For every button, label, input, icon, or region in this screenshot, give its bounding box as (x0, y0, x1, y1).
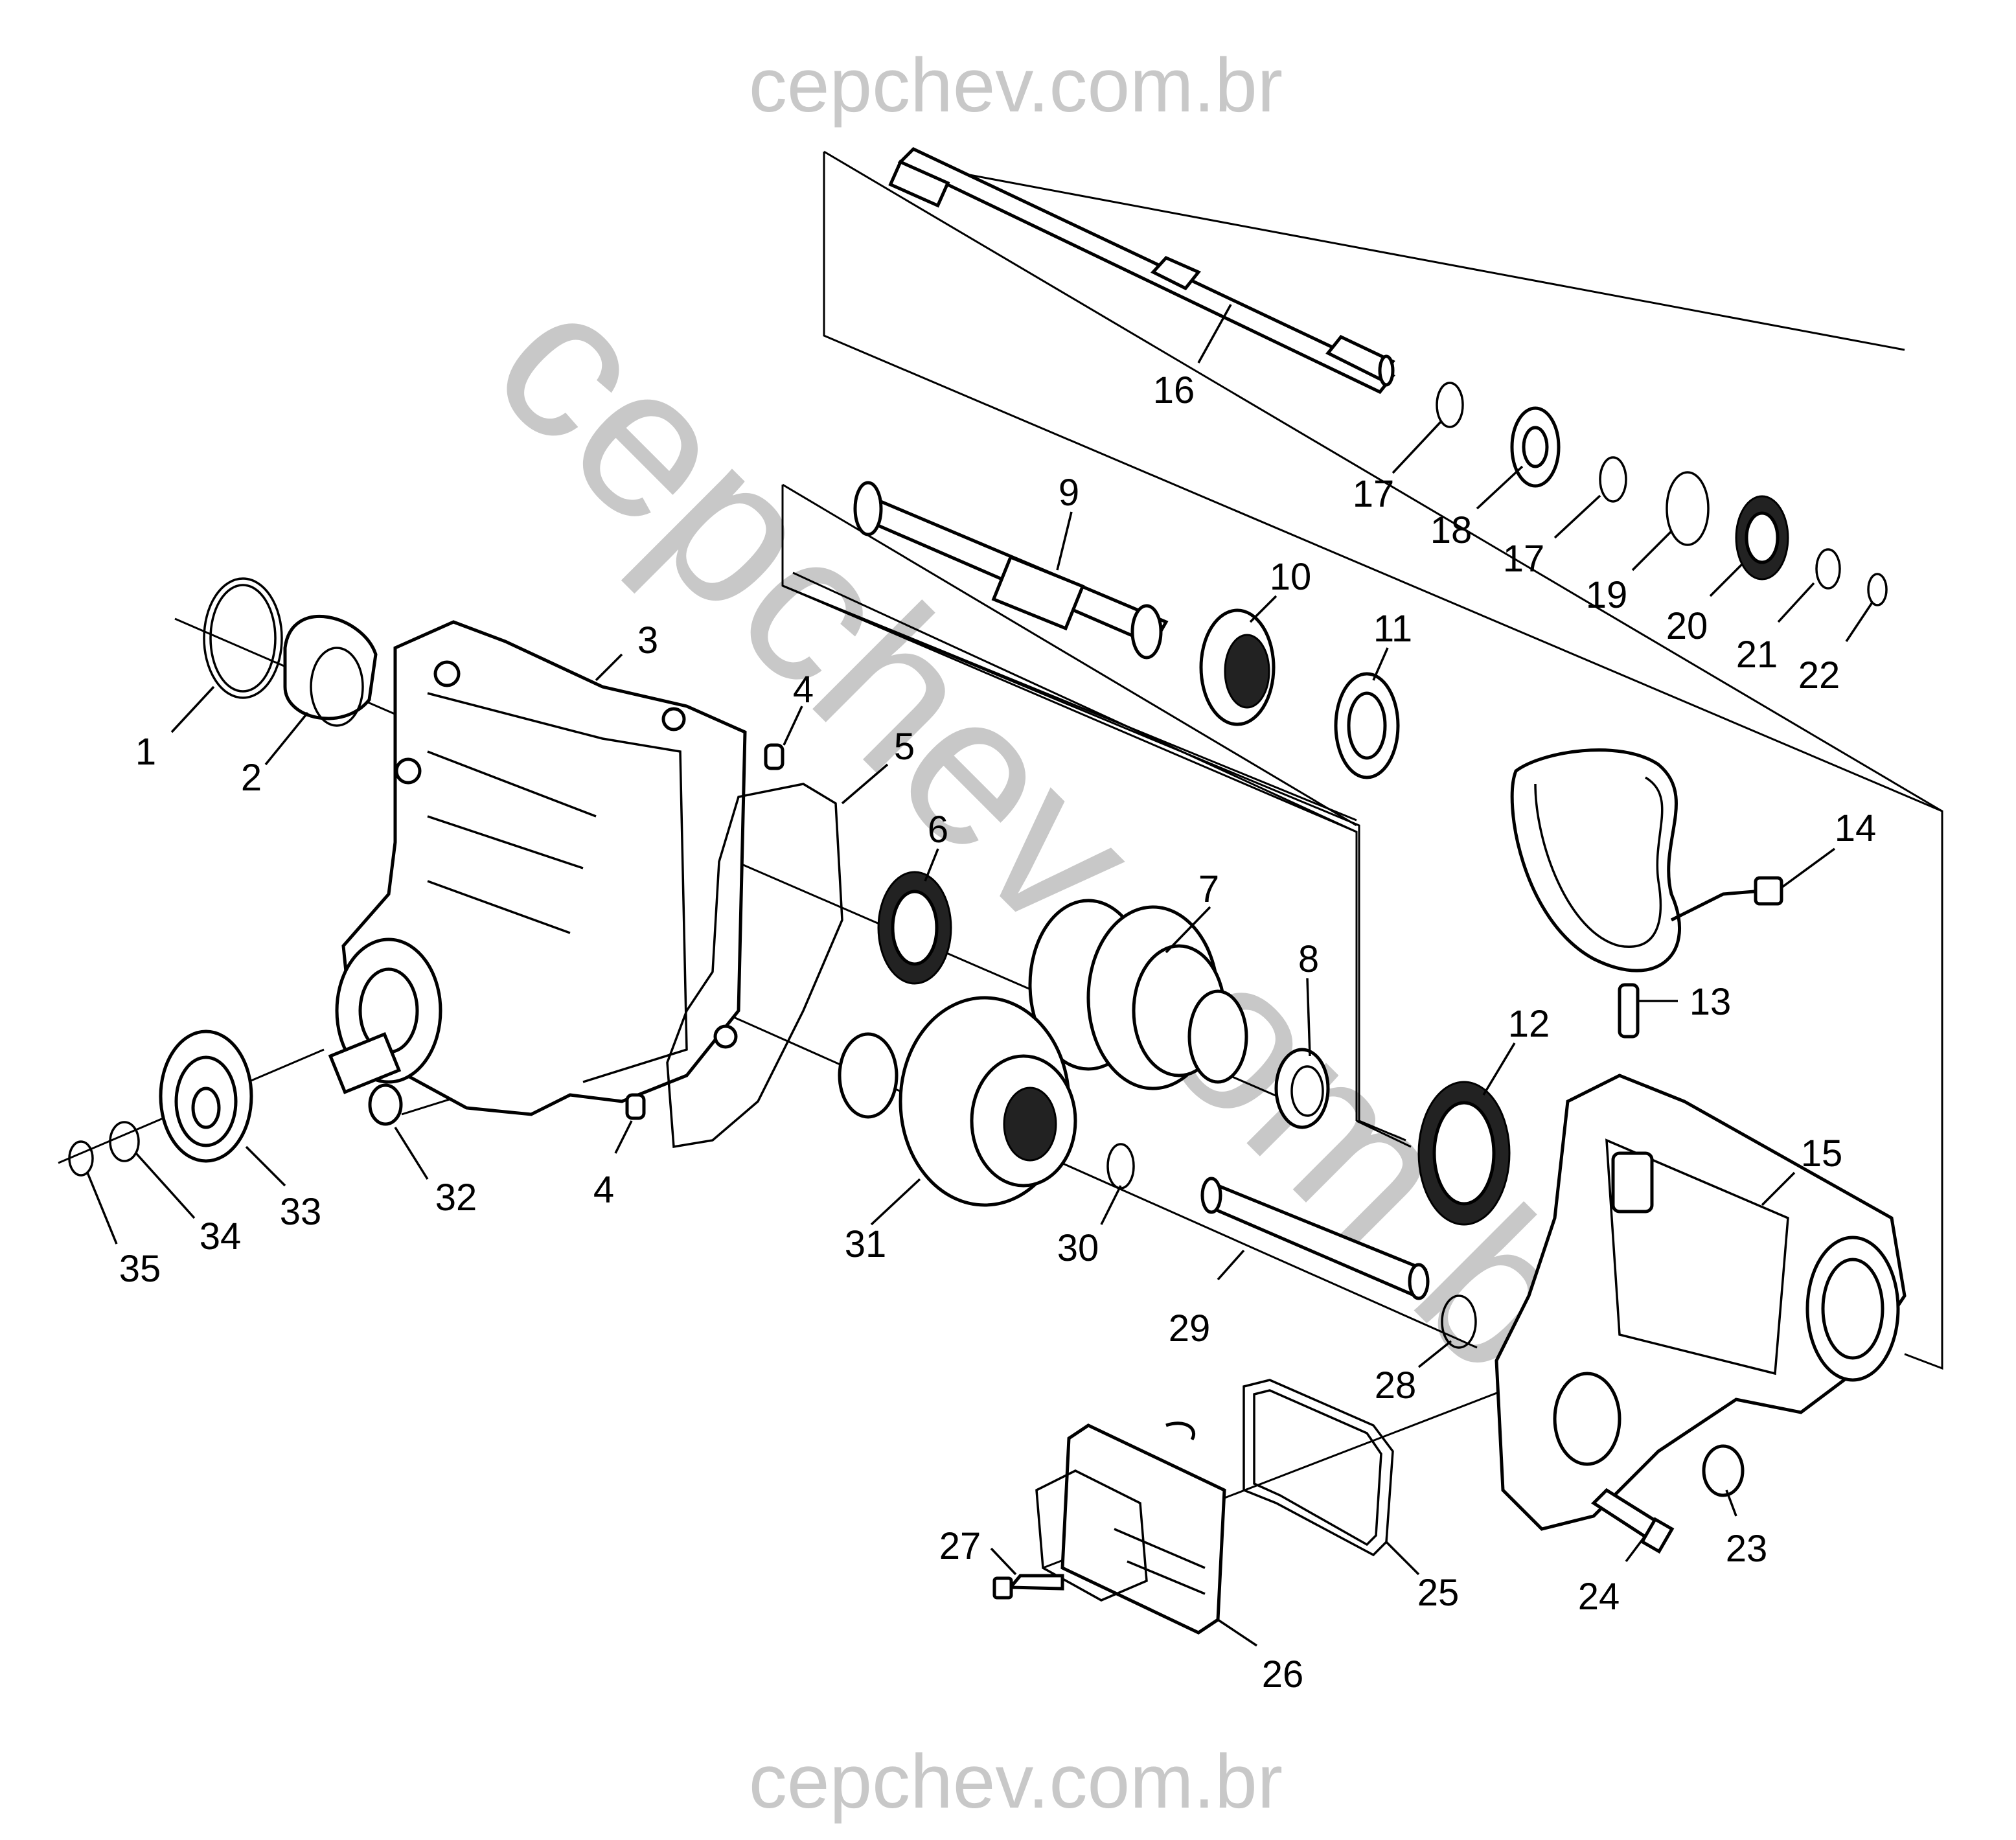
callout-labels: 1 2 3 4 4 5 6 7 8 9 10 11 12 13 14 15 16… (119, 369, 1877, 1696)
part-1-o-ring (203, 577, 283, 699)
part-29-sleeve (1200, 1177, 1430, 1300)
callout-1: 1 (135, 731, 156, 773)
callout-28: 28 (1375, 1364, 1417, 1407)
callout-13: 13 (1690, 981, 1732, 1023)
part-35-snap-ring (68, 1140, 94, 1177)
part-32-bolt (368, 1083, 403, 1126)
callout-30: 30 (1057, 1227, 1099, 1269)
callout-35: 35 (119, 1248, 161, 1290)
callout-17-right: 17 (1503, 538, 1545, 580)
callout-21: 21 (1736, 634, 1778, 676)
callout-20: 20 (1666, 605, 1708, 647)
callout-7: 7 (1198, 868, 1219, 910)
part-30-o-ring (1106, 1143, 1135, 1190)
callout-25: 25 (1417, 1572, 1460, 1614)
callout-14: 14 (1835, 807, 1877, 849)
part-4-dowel-pin-a (764, 743, 785, 770)
part-8-bearing-race (1274, 1048, 1330, 1129)
callout-8: 8 (1298, 938, 1319, 980)
part-19-retaining-ring (1666, 471, 1710, 546)
part-17-snap-ring-b (1599, 456, 1627, 503)
part-17-snap-ring-a (1436, 382, 1464, 428)
watermark-top: cepchev.com.br (749, 43, 1283, 128)
callout-3: 3 (637, 619, 658, 661)
callout-24: 24 (1578, 1576, 1620, 1618)
callout-12: 12 (1508, 1003, 1550, 1045)
part-21-ring (1815, 548, 1841, 590)
callout-19: 19 (1586, 574, 1628, 616)
watermark-bottom: cepchev.com.br (749, 1739, 1283, 1824)
callout-22: 22 (1798, 654, 1840, 696)
part-16-output-shaft (888, 146, 1395, 395)
part-5-gasket (666, 783, 843, 1149)
part-3-front-housing (328, 620, 747, 1116)
callout-10: 10 (1270, 556, 1312, 598)
part-25-gasket (1243, 1379, 1394, 1557)
callout-2: 2 (241, 757, 262, 799)
part-18-bearing (1510, 406, 1561, 488)
callout-6: 6 (928, 809, 948, 851)
callout-31: 31 (845, 1223, 887, 1265)
part-2-bearing-cup (283, 615, 378, 727)
callout-4-lower: 4 (593, 1169, 614, 1211)
part-4-dowel-pin-b (625, 1093, 646, 1120)
callout-9: 9 (1059, 472, 1079, 514)
callout-18: 18 (1430, 509, 1472, 551)
part-13-vent (1618, 983, 1640, 1039)
callout-11: 11 (1373, 608, 1412, 650)
leader-lines (86, 304, 1873, 1647)
panel-frames (781, 150, 1943, 1370)
part-33-output-seal (159, 1029, 253, 1163)
part-22-clip (1867, 573, 1888, 606)
callout-29: 29 (1169, 1307, 1211, 1350)
part-14-wire-harness (1510, 748, 1783, 972)
part-7-drive-gear (1028, 899, 1248, 1090)
part-20-seal (1735, 495, 1789, 581)
part-12-seal (1417, 1081, 1511, 1226)
callout-15: 15 (1801, 1133, 1843, 1175)
part-24-bolt (1591, 1488, 1675, 1554)
callout-16: 16 (1153, 369, 1195, 411)
part-28-o-ring (1441, 1294, 1477, 1349)
callout-27: 27 (939, 1525, 981, 1567)
part-27-bolt (992, 1574, 1064, 1600)
callout-23: 23 (1726, 1528, 1768, 1570)
callout-4-upper: 4 (793, 669, 814, 711)
part-9-input-shaft (853, 481, 1169, 660)
callout-34: 34 (200, 1215, 242, 1258)
part-34-o-ring (109, 1121, 140, 1162)
callout-26: 26 (1262, 1653, 1304, 1696)
part-26-actuator (1035, 1421, 1226, 1635)
callout-32: 32 (435, 1177, 477, 1219)
part-11-thrust-washer (1334, 672, 1400, 779)
part-10-sync-gear (1199, 608, 1276, 726)
part-6-seal (877, 871, 952, 985)
callout-5: 5 (894, 726, 915, 768)
part-15-rear-housing (1495, 1074, 1907, 1531)
callout-33: 33 (280, 1191, 322, 1233)
callout-17-left: 17 (1353, 473, 1395, 515)
part-31-driven-gear (838, 996, 1077, 1207)
part-23-plug (1702, 1444, 1745, 1497)
